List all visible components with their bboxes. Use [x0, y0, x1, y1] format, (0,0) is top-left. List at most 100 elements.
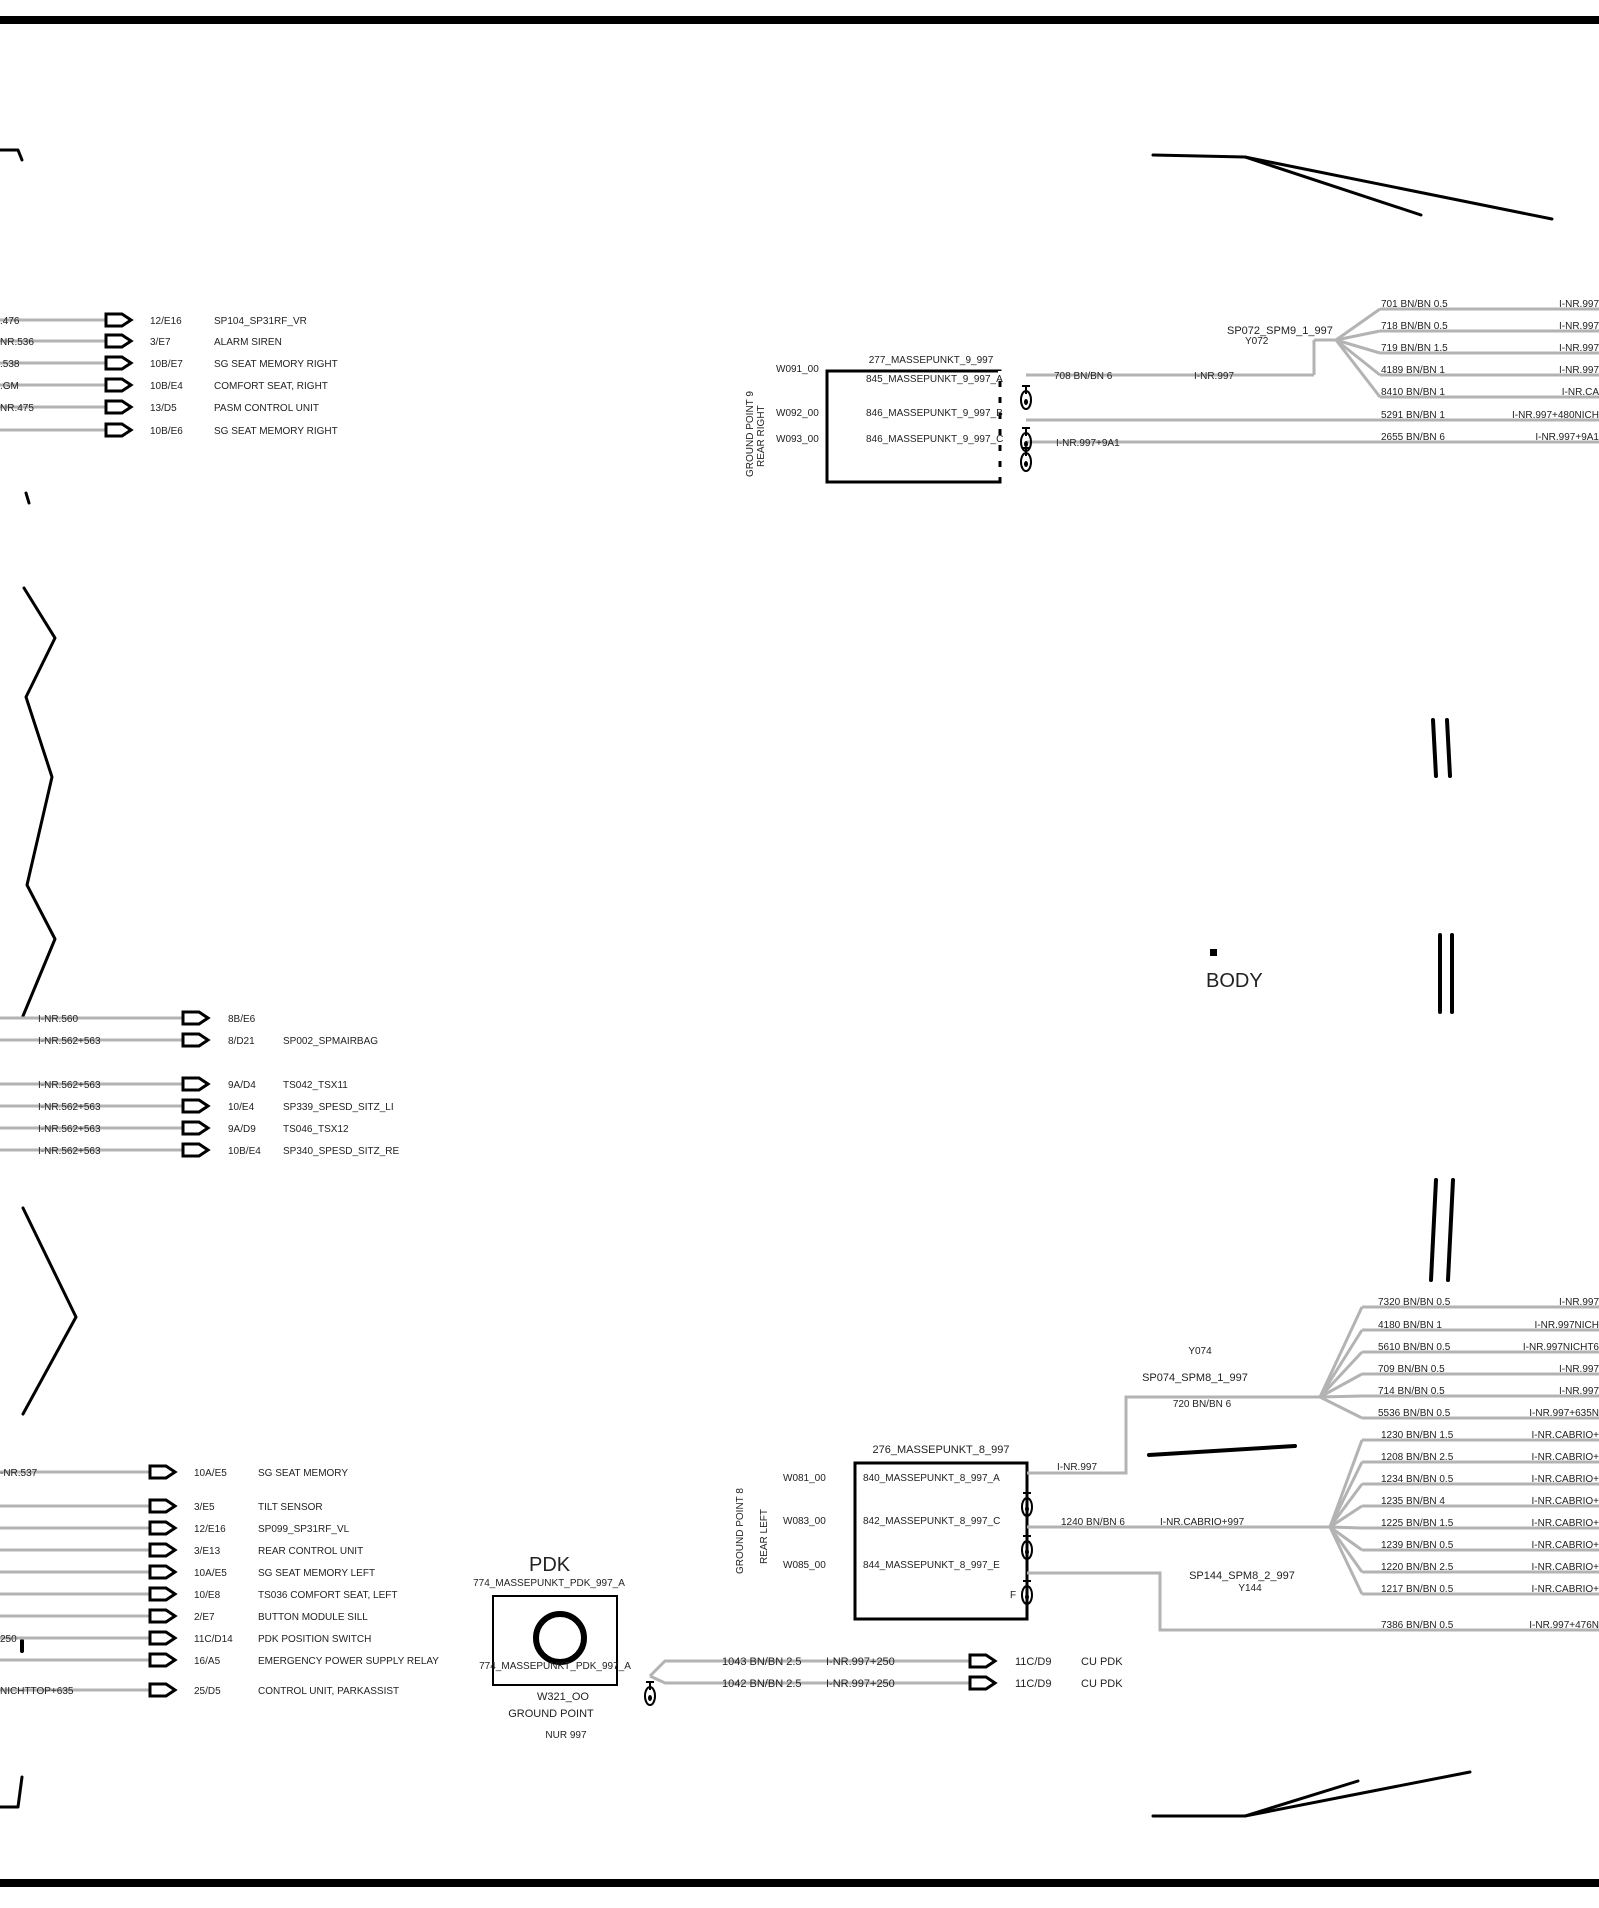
ground-ring-icon-hole — [1024, 441, 1028, 447]
destination-label: SP339_SPESD_SITZ_LI — [283, 1102, 394, 1113]
ground-ring-icon-hole — [1025, 1506, 1029, 1512]
ground-ring-icon — [644, 1686, 656, 1706]
branch-gauge: 1208 BN/BN 2.5 — [1381, 1452, 1454, 1463]
splice-branch — [1328, 1483, 1364, 1528]
wire-gauge: 1042 BN/BN 2.5 — [722, 1678, 802, 1690]
branch-inr: I-NR.CABRIO+ — [1531, 1540, 1599, 1551]
splice-code: Y072 — [1245, 336, 1269, 347]
ground-ring-icon — [1021, 1540, 1033, 1560]
ground-ring-icon — [1020, 390, 1032, 410]
destination-label: SG SEAT MEMORY — [258, 1468, 348, 1479]
pdk-out-wire-2 — [649, 1674, 970, 1685]
pdk-note: NUR 997 — [545, 1730, 587, 1741]
connector-arrow — [148, 1520, 178, 1536]
splice-code: Y074 — [1188, 1346, 1212, 1357]
branch-inr: I-NR.CABRIO+ — [1531, 1518, 1599, 1529]
connector-arrow — [104, 355, 134, 371]
connector-arrow — [968, 1653, 998, 1669]
branch-inr: I-NR.997 — [1559, 343, 1599, 354]
side-label-line-2: REAR LEFT — [759, 1509, 770, 1564]
ground-ring-icon-hole — [648, 1695, 652, 1701]
connector-arrow — [104, 377, 134, 393]
branch-inr: I-NR.CABRIO+ — [1531, 1562, 1599, 1573]
pin-wire: W091_00 — [776, 364, 819, 375]
branch-inr: I-NR.CABRIO+ — [1531, 1430, 1599, 1441]
branch-gauge: 1235 BN/BN 4 — [1381, 1496, 1445, 1507]
connector-arrow — [148, 1608, 178, 1624]
connector-arrow — [148, 1564, 178, 1580]
pin-name: 842_MASSEPUNKT_8_997_C — [863, 1516, 1000, 1527]
destination-label: SP099_SP31RF_VL — [258, 1524, 350, 1535]
wire-number: .476 — [0, 316, 20, 327]
pin-wire: W092_00 — [776, 408, 819, 419]
branch-gauge: 718 BN/BN 0.5 — [1381, 321, 1448, 332]
wire-inr: I-NR.997+250 — [826, 1656, 895, 1668]
ground-ring-icon-hole — [1025, 1549, 1029, 1555]
branch-inr: I-NR.997 — [1559, 321, 1599, 332]
destination-label: SG SEAT MEMORY LEFT — [258, 1568, 375, 1579]
sheet-reference: 12/E16 — [194, 1524, 226, 1535]
destination-label: PASM CONTROL UNIT — [214, 403, 319, 414]
branch-inr: I-NR.997 — [1559, 1386, 1599, 1397]
pin-name: 845_MASSEPUNKT_9_997_A — [866, 374, 1003, 385]
sheet-reference: 3/E7 — [150, 337, 171, 348]
connector-arrow — [181, 1032, 211, 1048]
destination-label: CU PDK — [1081, 1656, 1123, 1668]
sheet-reference: 10A/E5 — [194, 1568, 227, 1579]
connector-arrow — [104, 422, 134, 438]
branch-inr: I-NR.997 — [1559, 299, 1599, 310]
splice-branch — [1334, 339, 1382, 398]
splice-branch — [1319, 1395, 1363, 1420]
connector-arrow — [181, 1076, 211, 1092]
connector-arrow — [104, 333, 134, 349]
sheet-reference: 25/D5 — [194, 1686, 221, 1697]
branch-inr: I-NR.CABRIO+ — [1531, 1452, 1599, 1463]
splice-branch — [1319, 1372, 1363, 1399]
pdk-wire: W321_OO — [537, 1691, 589, 1703]
wire-inr: I-NR.997 — [1057, 1462, 1097, 1473]
destination-label: SG SEAT MEMORY RIGHT — [214, 426, 338, 437]
wire-inr: I-NR.997+9A1 — [1056, 438, 1120, 449]
destination-label: REAR CONTROL UNIT — [258, 1546, 363, 1557]
connector-arrow — [104, 399, 134, 415]
wire-number: I-NR.562+563 — [38, 1036, 101, 1047]
pin-wire: W081_00 — [783, 1473, 826, 1484]
splice-branch — [1328, 1526, 1364, 1595]
branch-gauge: 4189 BN/BN 1 — [1381, 365, 1445, 376]
sheet-reference: 8/D21 — [228, 1036, 255, 1047]
wire-number: NICHTTOP+635 — [0, 1686, 74, 1697]
branch-gauge: 5291 BN/BN 1 — [1381, 410, 1445, 421]
side-label-line-1: GROUND POINT 9 — [745, 391, 756, 477]
sheet-reference: 10B/E4 — [150, 381, 183, 392]
branch-gauge: 709 BN/BN 0.5 — [1378, 1364, 1445, 1375]
branch-inr: I-NR.997NICHT6 — [1523, 1342, 1599, 1353]
connector-arrow — [148, 1682, 178, 1698]
splice-branch — [1328, 1461, 1364, 1528]
connector-arrow — [148, 1652, 178, 1668]
branch-gauge: 1220 BN/BN 2.5 — [1381, 1562, 1454, 1573]
connector-arrow — [181, 1120, 211, 1136]
wire-number: I-NR.562+563 — [38, 1102, 101, 1113]
sheet-reference: 16/A5 — [194, 1656, 221, 1667]
splice-branch — [1328, 1526, 1364, 1573]
ground-ring-icon-hole — [1025, 1594, 1029, 1600]
branch-gauge: 2655 BN/BN 6 — [1381, 432, 1445, 443]
destination-label: CONTROL UNIT, PARKASSIST — [258, 1686, 399, 1697]
wire-inr: I-NR.CABRIO+997 — [1160, 1517, 1245, 1528]
pdk-out-wire-1 — [648, 1659, 970, 1678]
sheet-reference: 11C/D9 — [1015, 1678, 1051, 1690]
connector-arrow — [104, 312, 134, 328]
sheet-reference: 10/E8 — [194, 1590, 221, 1601]
splice-branch — [1318, 1350, 1364, 1399]
wire-gauge: 1043 BN/BN 2.5 — [722, 1656, 802, 1668]
splice-branch — [1335, 329, 1381, 342]
splice-branch — [1329, 1525, 1363, 1530]
sheet-reference: 8B/E6 — [228, 1014, 256, 1025]
branch-gauge: 1239 BN/BN 0.5 — [1381, 1540, 1454, 1551]
branch-inr: I-NR.997 — [1559, 365, 1599, 376]
connector-arrow — [148, 1464, 178, 1480]
ground-ring-icon — [1021, 1497, 1033, 1517]
sheet-reference: 10B/E6 — [150, 426, 183, 437]
